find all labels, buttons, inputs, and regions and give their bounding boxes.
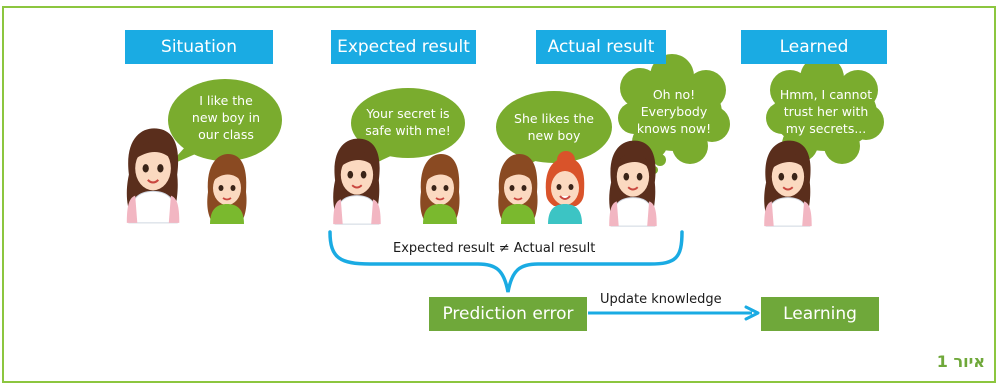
actual-girl-cloud-text: Oh no! Everybody knows now! bbox=[636, 87, 712, 136]
learning-box: Learning bbox=[761, 297, 879, 331]
girl-brown-hair-icon bbox=[206, 153, 248, 225]
expected-bubble-text: Your secret is safe with me! bbox=[365, 106, 451, 138]
comparison-bracket bbox=[328, 230, 684, 293]
figure-label: איור 1 bbox=[936, 352, 985, 371]
girl-dark-hair-icon bbox=[332, 137, 382, 226]
thought-cloud-icon bbox=[766, 56, 884, 176]
header-expected-result: Expected result bbox=[331, 30, 476, 64]
girl-brown-hair-icon bbox=[497, 153, 539, 225]
comparison-text: Expected result ≠ Actual result bbox=[393, 241, 596, 256]
header-learned: Learned bbox=[741, 30, 887, 64]
prediction-error-box: Prediction error bbox=[429, 297, 587, 331]
arrow-icon bbox=[588, 305, 760, 321]
girl-brown-hair-icon bbox=[419, 153, 461, 225]
thought-cloud-icon bbox=[618, 54, 730, 174]
situation-bubble-text: I like the new boy in our class bbox=[191, 93, 261, 142]
girl-dark-hair-icon bbox=[763, 139, 813, 228]
girl-dark-hair-icon bbox=[608, 139, 658, 228]
learned-cloud-text: Hmm, I cannot trust her with my secrets.… bbox=[779, 87, 873, 136]
actual-friend-bubble-text: She likes the new boy bbox=[514, 111, 594, 143]
header-situation: Situation bbox=[125, 30, 273, 64]
figure-frame bbox=[2, 6, 996, 383]
update-knowledge-label: Update knowledge bbox=[600, 292, 722, 307]
header-actual-result: Actual result bbox=[536, 30, 666, 64]
girl-dark-hair-icon bbox=[125, 127, 181, 224]
